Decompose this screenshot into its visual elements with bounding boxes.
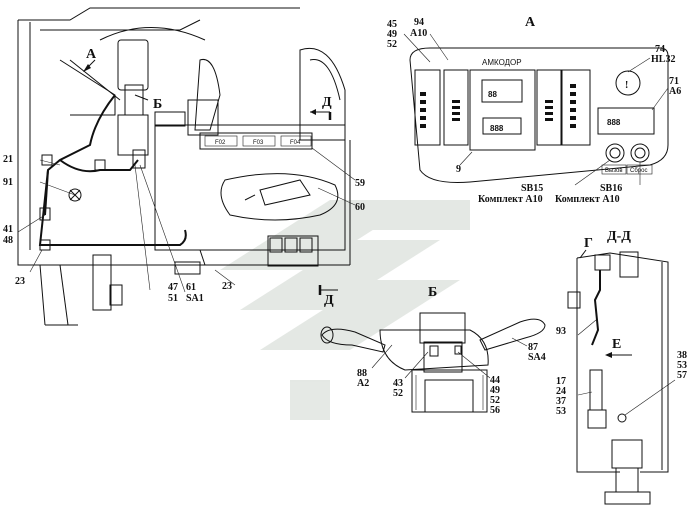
callout-sb16: SB16: [600, 183, 622, 194]
callout-45: 45: [387, 19, 397, 30]
callout-52-c: 52: [490, 395, 500, 406]
callout-41: 41: [3, 224, 13, 235]
brand-label: АМКОДОР: [482, 58, 522, 67]
callout-93: 93: [556, 326, 566, 337]
callout-48: 48: [3, 235, 13, 246]
callout-38: 38: [677, 350, 687, 361]
callout-21: 21: [3, 154, 13, 165]
callout-a6: A6: [669, 86, 681, 97]
callout-61: 61: [186, 282, 196, 293]
callout-94: 94: [414, 17, 424, 28]
reset-button[interactable]: [630, 143, 650, 163]
callout-71: 71: [669, 76, 679, 87]
callout-sa4: SA4: [528, 352, 546, 363]
svg-text:!: !: [625, 80, 628, 91]
reset-button-label: Сброс: [630, 168, 647, 174]
callout-47: 47: [168, 282, 178, 293]
callout-87: 87: [528, 342, 538, 353]
fuse-f02: [204, 135, 238, 147]
fuse-f04: [280, 135, 312, 147]
dashboard-panel-view: 88 888 АМКОДОР ! 888: [403, 33, 669, 186]
fuse-label-f02: F02: [215, 140, 226, 146]
callout-24: 24: [556, 386, 566, 397]
callout-hl32: HL32: [651, 54, 675, 65]
fuse-f03: [242, 135, 276, 147]
callout-49: 49: [387, 29, 397, 40]
cabin-view: F02 F03 F04: [17, 7, 356, 326]
view-label-b: Б: [428, 285, 437, 300]
view-label-a-arrow: А: [86, 47, 97, 62]
display-top-digits: 88: [488, 90, 497, 99]
display-right-digits: 888: [607, 118, 621, 127]
fuse-label-f04: F04: [290, 140, 301, 146]
call-button[interactable]: [605, 143, 625, 163]
callout-komplekt-a10-right: Комплект A10: [555, 194, 620, 205]
callout-23-right: 23: [222, 281, 232, 292]
view-label-g: Г: [584, 236, 593, 251]
callout-53-b: 53: [677, 360, 687, 371]
view-label-b-arrow: Б: [153, 97, 162, 112]
callout-52: 52: [387, 39, 397, 50]
section-label-d: Д: [322, 95, 332, 110]
callout-9: 9: [456, 164, 461, 175]
callout-a10: A10: [410, 28, 427, 39]
callout-74: 74: [655, 44, 665, 55]
warning-lamp-icon: [615, 70, 641, 96]
digital-display: [597, 107, 655, 135]
callout-23-left: 23: [15, 276, 25, 287]
callout-60: 60: [355, 202, 365, 213]
joystick-detail-view: Б: [320, 285, 546, 413]
callout-37: 37: [556, 396, 566, 407]
fuse-label-f03: F03: [253, 140, 264, 146]
display-bottom-digits: 888: [490, 124, 504, 133]
callout-56: 56: [490, 405, 500, 416]
callout-51: 51: [168, 293, 178, 304]
view-label-dd: Д-Д: [607, 229, 631, 244]
view-label-a: А: [525, 15, 536, 30]
section-label-d-bottom: Д: [324, 293, 334, 308]
callout-a2: A2: [357, 378, 369, 389]
callout-17: 17: [556, 376, 566, 387]
callout-43: 43: [393, 378, 403, 389]
call-button-label: Вызов: [605, 168, 623, 174]
callout-49-b: 49: [490, 385, 500, 396]
callout-komplekt-a10-left: Комплект A10: [478, 194, 543, 205]
callout-44: 44: [490, 375, 500, 386]
callout-52-b: 52: [393, 388, 403, 399]
callout-sb15: SB15: [521, 183, 543, 194]
callout-88: 88: [357, 368, 367, 379]
callout-91: 91: [3, 177, 13, 188]
section-dd-view: Д-Д Г: [567, 229, 676, 505]
callout-57: 57: [677, 370, 687, 381]
view-label-e: Е: [612, 337, 621, 352]
callout-59: 59: [355, 178, 365, 189]
callout-53-a: 53: [556, 406, 566, 417]
callout-sa1: SA1: [186, 293, 204, 304]
